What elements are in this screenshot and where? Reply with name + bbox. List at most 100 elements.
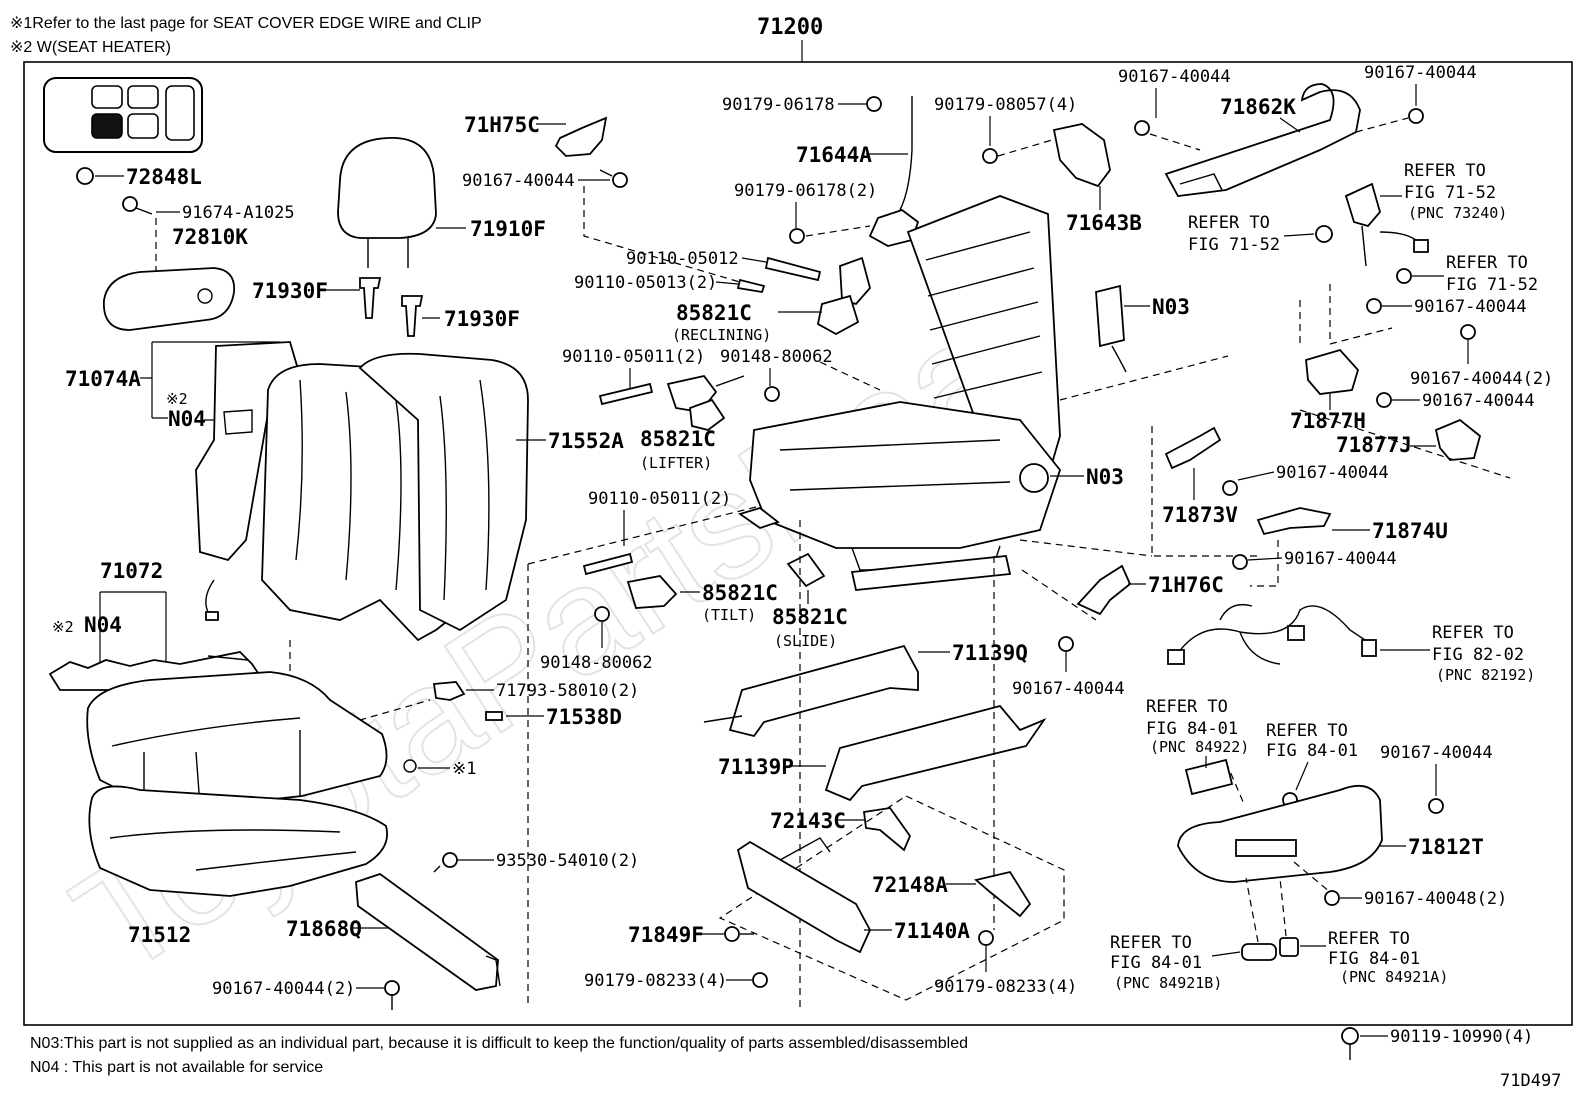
label-93530-54010-2: 93530-54010(2) xyxy=(496,851,639,871)
label-71H75C: 71H75C xyxy=(464,113,540,137)
ref2-line2: FIG 71-52 xyxy=(1188,235,1280,255)
bolt-90119-icon xyxy=(1341,1027,1359,1060)
label-90167-40044-h: 90167-40044 xyxy=(1276,463,1389,483)
mark-x2-b: ※2 xyxy=(52,618,74,636)
label-71877J: 71877J xyxy=(1336,433,1412,457)
screw-91674-icon xyxy=(122,196,153,215)
label-72810K: 72810K xyxy=(172,225,248,249)
screw-90167-40048-icon xyxy=(1324,890,1340,906)
screw-90167-a-icon xyxy=(599,169,628,188)
label-N03-b: N03 xyxy=(1086,465,1124,489)
motor-reclining-icon xyxy=(816,256,871,336)
label-90179-06178: 90179-06178 xyxy=(722,95,835,115)
ref3-line2: FIG 71-52 xyxy=(1446,275,1538,295)
motor-tilt-icon xyxy=(626,575,678,609)
seatback-heater-pad-icon xyxy=(195,341,302,621)
footer-note-N03: N03:This part is not supplied as an indi… xyxy=(30,1035,968,1052)
label-71139Q: 71139Q xyxy=(952,641,1028,665)
screw-90167-j-icon xyxy=(1428,798,1444,814)
knob-84921B-icon xyxy=(1241,943,1277,961)
screw-90167-d-icon xyxy=(1408,108,1424,124)
switch-84922-icon xyxy=(1184,758,1234,796)
seat-frame-icon xyxy=(737,195,1062,591)
header-note-2: ※2 W(SEAT HEATER) xyxy=(10,39,171,56)
clip-71793-icon xyxy=(432,681,466,701)
label-71877H: 71877H xyxy=(1290,409,1366,433)
nut-90179-06178-2-icon xyxy=(789,228,805,244)
nut-90179-08233-b-icon xyxy=(978,930,994,946)
clip-71538D-icon xyxy=(485,711,503,721)
bracket-72148A-icon xyxy=(974,870,1032,918)
screw-90167-i-icon xyxy=(1232,554,1248,570)
bracket-71874U-icon xyxy=(1256,507,1332,536)
label-71868Q: 71868Q xyxy=(286,917,362,941)
ref4-line3: (PNC 82192) xyxy=(1436,666,1535,684)
seatback-cover-71552A-icon xyxy=(261,352,529,642)
mark-x2-a: ※2 xyxy=(166,390,188,408)
bolt-90110-05011-a-icon xyxy=(598,382,654,406)
shield-71812T-icon xyxy=(1177,784,1383,883)
armrest-72810K-icon xyxy=(103,267,236,331)
bolt-90110-05011-b-icon xyxy=(582,552,634,576)
assembly-number: 71200 xyxy=(757,15,823,40)
frame-71140A-icon xyxy=(736,837,872,954)
ref1-line1: REFER TO xyxy=(1404,161,1486,181)
label-72143C: 72143C xyxy=(770,809,846,833)
ref2-line1: REFER TO xyxy=(1188,213,1270,233)
footer-note-N04: N04 : This part is not available for ser… xyxy=(30,1059,323,1076)
knob-84921A-icon xyxy=(1279,937,1299,957)
bolt-90148-80062-b-icon xyxy=(594,606,610,622)
label-71643B: 71643B xyxy=(1066,211,1142,235)
ref5-line3: (PNC 84922) xyxy=(1150,738,1249,756)
ref7-line3: (PNC 84921B) xyxy=(1114,974,1222,992)
label-90167-40044-2-right: 90167-40044(2) xyxy=(1410,369,1553,389)
bracket-71H75C-icon xyxy=(554,116,608,157)
label-71074A: 71074A xyxy=(65,367,141,391)
sub-tilt: (TILT) xyxy=(702,606,756,624)
headrest-support-right-icon xyxy=(401,295,424,337)
label-71552A: 71552A xyxy=(548,429,624,453)
label-71793-58010-2: 71793-58010(2) xyxy=(496,681,639,701)
label-85821C-reclining: 85821C xyxy=(676,301,752,325)
label-90179-06178-2: 90179-06178(2) xyxy=(734,181,877,201)
diagram-frame xyxy=(23,61,1573,1026)
label-72148A: 72148A xyxy=(872,873,948,897)
label-71873V: 71873V xyxy=(1162,503,1238,527)
airbag-N03-icon xyxy=(1095,284,1127,373)
ref8-line2: FIG 84-01 xyxy=(1328,949,1420,969)
clip-72848L-icon xyxy=(76,167,94,185)
bolt-90110-05013-icon xyxy=(736,278,766,294)
label-90110-05011-2-a: 90110-05011(2) xyxy=(562,347,705,367)
label-71072: 71072 xyxy=(100,559,163,583)
label-90179-08233-4-a: 90179-08233(4) xyxy=(584,971,727,991)
label-71538D: 71538D xyxy=(546,705,622,729)
label-71874U: 71874U xyxy=(1372,519,1448,543)
figure-code: 71D497 xyxy=(1500,1071,1561,1091)
label-90167-40048-2: 90167-40048(2) xyxy=(1364,889,1507,909)
nut-90179-08233-a-icon xyxy=(752,972,768,988)
label-90110-05011-2-b: 90110-05011(2) xyxy=(588,489,731,509)
nut-90179-08057-icon xyxy=(982,148,998,164)
cable-71644A-icon xyxy=(868,96,920,247)
label-90167-40044-d: 90167-40044 xyxy=(1364,63,1477,83)
headrest-support-left-icon xyxy=(359,277,382,319)
label-71512: 71512 xyxy=(128,923,191,947)
bolt-71849F-icon xyxy=(724,926,754,942)
sub-reclining: (RECLINING) xyxy=(672,326,771,344)
rail-71139P-icon xyxy=(824,704,1047,802)
ref5-line1: REFER TO xyxy=(1146,697,1228,717)
front-cover-71868Q-icon xyxy=(355,872,501,991)
screw-90167-left-icon xyxy=(384,980,400,1010)
wire-harness-icon xyxy=(1167,603,1377,665)
label-85821C-slide: 85821C xyxy=(772,605,848,629)
ref1-line2: FIG 71-52 xyxy=(1404,183,1496,203)
label-71849F: 71849F xyxy=(628,923,704,947)
label-85821C-lifter: 85821C xyxy=(640,427,716,451)
rail-71139Q-icon xyxy=(703,644,919,738)
bracket-71873V-icon xyxy=(1164,426,1222,470)
label-71644A: 71644A xyxy=(796,143,872,167)
label-N04-a: N04 xyxy=(168,407,206,431)
anchor-cover-icon xyxy=(1315,225,1333,243)
label-90119-10990-4: 90119-10990(4) xyxy=(1390,1027,1533,1047)
